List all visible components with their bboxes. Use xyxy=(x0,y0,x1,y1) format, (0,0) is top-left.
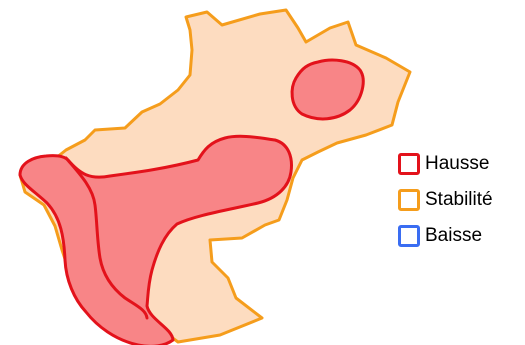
legend-swatch-stabilite xyxy=(398,189,420,211)
legend-label-hausse: Hausse xyxy=(425,153,490,174)
legend-label-baisse: Baisse xyxy=(425,225,483,246)
map-legend: Hausse Stabilité Baisse xyxy=(398,150,493,250)
region-hausse-northeast xyxy=(290,58,365,121)
legend-item-hausse: Hausse xyxy=(398,150,493,178)
legend-item-baisse: Baisse xyxy=(398,222,493,250)
legend-item-stabilite: Stabilité xyxy=(398,186,493,214)
legend-swatch-baisse xyxy=(398,225,420,247)
legend-swatch-hausse xyxy=(398,153,420,175)
region-internal-border xyxy=(64,156,149,320)
legend-label-stabilite: Stabilité xyxy=(425,189,493,210)
